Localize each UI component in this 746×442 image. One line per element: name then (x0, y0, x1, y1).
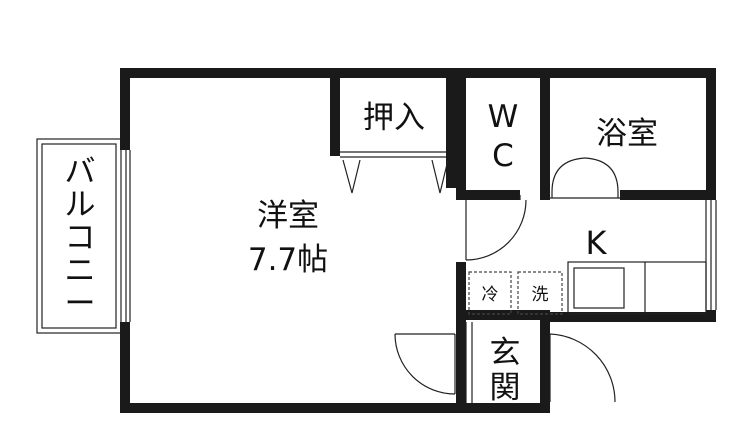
closet-label: 押入 (363, 100, 425, 136)
bathroom-walls (550, 157, 716, 200)
wc-walls (456, 68, 550, 261)
entrance-label-2: 関 (490, 370, 521, 406)
balcony-window (120, 150, 131, 322)
toilet-label-c: C (492, 138, 514, 174)
partition-walls (456, 262, 550, 413)
kitchen-label: K (586, 224, 608, 262)
western-room-size: 7.7帖 (248, 242, 328, 278)
bathroom-label: 浴室 (596, 116, 658, 152)
balcony-char-5: ー (65, 286, 96, 322)
entrance-label-1: 玄 (490, 335, 521, 371)
balcony-char-4: ニ (65, 253, 96, 289)
entrance-door (465, 322, 616, 403)
western-room-door (394, 333, 456, 395)
toilet-label-w: W (488, 99, 519, 135)
fridge-space (468, 271, 512, 315)
balcony-char-1: バ (65, 154, 96, 190)
washer-label: 洗 (532, 285, 549, 305)
balcony-char-2: ル (65, 187, 96, 223)
appliance-spaces (468, 271, 563, 315)
kitchen-counter (567, 261, 707, 315)
washer-space (517, 271, 563, 315)
fridge-label: 冷 (482, 285, 499, 305)
balcony-char-3: コ (65, 220, 96, 256)
kitchen-window (705, 200, 717, 310)
closet-walls (330, 68, 456, 194)
western-room-label: 洋室 (257, 198, 319, 234)
